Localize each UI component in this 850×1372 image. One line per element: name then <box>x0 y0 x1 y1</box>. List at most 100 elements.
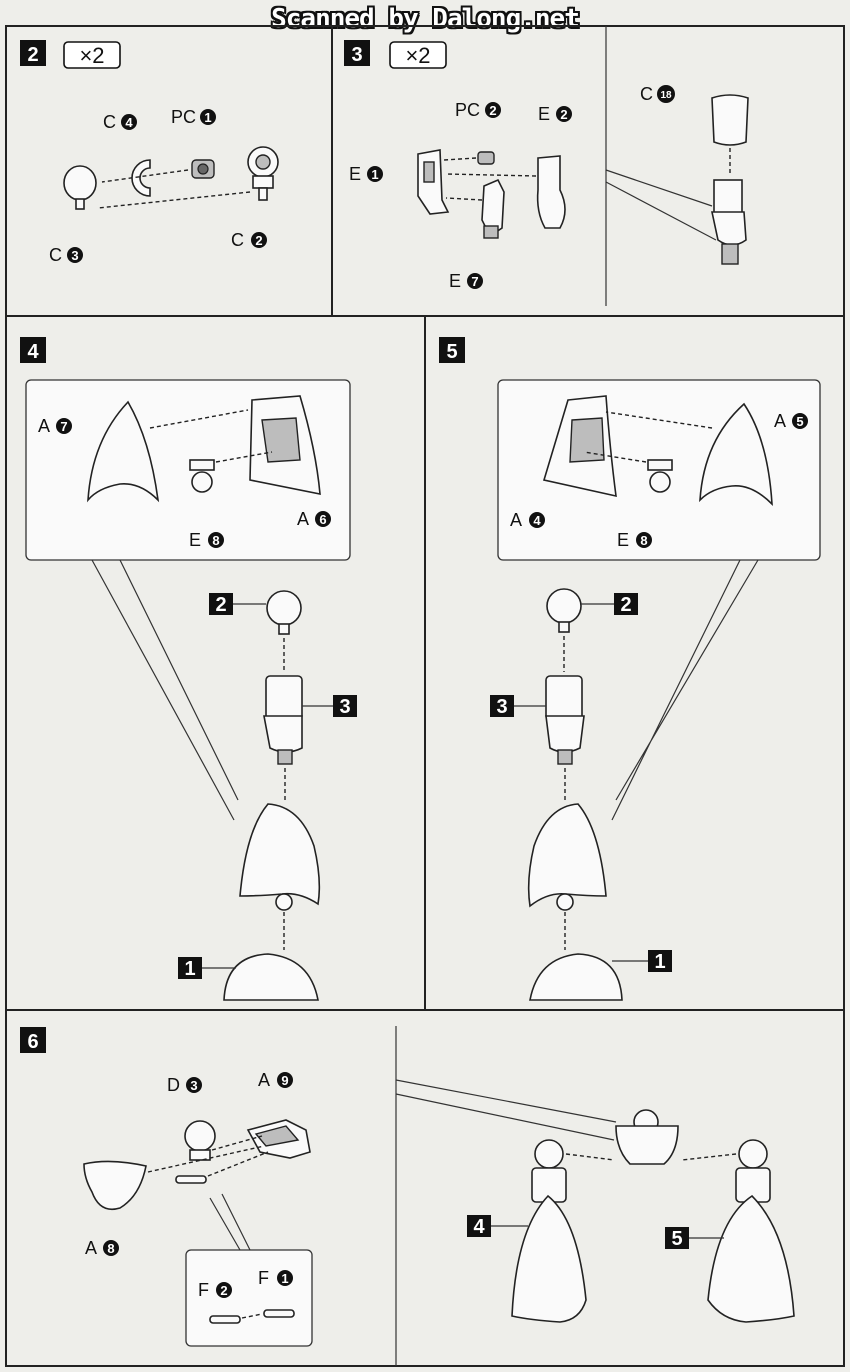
watermark: Scanned by Dalong.net <box>271 4 580 34</box>
ref-step-2: 2 <box>581 593 638 616</box>
step-4-badge: 4 <box>20 337 46 363</box>
arrow <box>149 409 249 429</box>
svg-text:C: C <box>103 112 116 132</box>
step-3-badge: 3 <box>344 40 370 66</box>
part-a4-inner <box>542 395 617 498</box>
svg-text:5: 5 <box>671 1228 682 1250</box>
svg-text:D: D <box>167 1075 180 1095</box>
svg-text:1: 1 <box>654 951 665 973</box>
ref-step-3: 3 <box>302 695 357 718</box>
svg-text:×2: ×2 <box>79 43 104 68</box>
part-f-pins <box>175 1175 207 1184</box>
svg-text:PC: PC <box>171 107 196 127</box>
arrow <box>443 157 477 161</box>
arrow <box>445 197 483 201</box>
arrow <box>97 191 251 209</box>
svg-text:E: E <box>449 271 461 291</box>
part-a8-hip-front <box>83 1160 147 1211</box>
step-2-panel: 2 ×2 C 4 PC <box>20 40 279 265</box>
svg-text:4: 4 <box>125 115 133 130</box>
step-6-badge: 6 <box>20 1027 46 1053</box>
arrow <box>211 1135 263 1151</box>
arrow <box>215 451 273 463</box>
part-a5-shell <box>699 402 773 507</box>
label-d3: D 3 <box>167 1075 202 1095</box>
svg-text:1: 1 <box>184 958 195 980</box>
assembly-leg <box>263 675 303 765</box>
assembly-ball <box>546 588 582 633</box>
ref-step-3: 3 <box>490 695 546 718</box>
part-a6-inner <box>249 395 321 495</box>
svg-text:3: 3 <box>496 696 507 718</box>
arrow <box>565 1153 615 1161</box>
svg-text:×2: ×2 <box>405 43 430 68</box>
ref-step-4: 4 <box>467 1215 528 1238</box>
svg-text:C: C <box>640 84 653 104</box>
assembly-skirt <box>239 803 321 911</box>
svg-text:1: 1 <box>204 110 211 125</box>
svg-text:18: 18 <box>660 90 672 101</box>
label-c3: C 3 <box>49 245 83 265</box>
step-5-panel: 5 A 5 A 4 E 8 <box>439 337 821 1001</box>
label-pc1: PC 1 <box>171 107 216 127</box>
assembly-ball <box>266 590 302 635</box>
ref-step-1: 1 <box>612 950 672 973</box>
part-f1-pin <box>263 1309 295 1318</box>
step-4-panel: 4 A 7 A 6 E 8 <box>20 337 357 1001</box>
label-f1: F 1 <box>258 1268 293 1288</box>
part-c18-sleeve <box>711 94 749 146</box>
svg-text:6: 6 <box>27 1031 38 1053</box>
ref-step-1: 1 <box>178 957 236 980</box>
assembly-left-leg <box>511 1139 587 1323</box>
label-c18: C 18 <box>640 84 675 104</box>
svg-text:4: 4 <box>533 513 541 528</box>
svg-text:E: E <box>617 530 629 550</box>
step-3-quantity: ×2 <box>389 41 447 69</box>
svg-text:3: 3 <box>71 248 78 263</box>
part-e8-joint <box>189 459 215 493</box>
label-e1: E 1 <box>349 164 383 184</box>
step-2-badge: 2 <box>20 40 46 66</box>
svg-text:2: 2 <box>560 107 567 122</box>
label-a6: A 6 <box>297 509 331 529</box>
svg-text:6: 6 <box>319 512 326 527</box>
arrow <box>605 411 713 429</box>
callout-lines <box>91 559 239 821</box>
svg-text:A: A <box>774 411 786 431</box>
svg-text:9: 9 <box>281 1073 288 1088</box>
callout-lines <box>395 1079 617 1141</box>
svg-text:2: 2 <box>489 103 496 118</box>
part-pc2-peg <box>477 151 495 165</box>
ref-step-2: 2 <box>209 593 266 616</box>
arrow <box>445 173 537 177</box>
part-c4-ring <box>131 159 151 197</box>
label-e2: E 2 <box>538 104 572 124</box>
ref-step-5: 5 <box>665 1227 724 1250</box>
svg-text:2: 2 <box>220 1283 227 1298</box>
step-5-badge: 5 <box>439 337 465 363</box>
svg-text:2: 2 <box>620 594 631 616</box>
svg-text:3: 3 <box>190 1078 197 1093</box>
svg-text:F: F <box>198 1280 209 1300</box>
svg-text:8: 8 <box>107 1241 114 1256</box>
arrow <box>241 1313 263 1319</box>
svg-text:4: 4 <box>473 1216 485 1238</box>
svg-text:3: 3 <box>339 696 350 718</box>
step-3-panel: 3 ×2 PC 2 E 2 <box>344 40 749 291</box>
svg-text:A: A <box>510 510 522 530</box>
part-pc1-cap <box>191 159 215 179</box>
part-a9-hip-core <box>246 1119 311 1159</box>
callout-lines <box>611 559 759 821</box>
label-e7: E 7 <box>449 271 483 291</box>
arrow <box>101 169 189 183</box>
svg-text:8: 8 <box>640 533 647 548</box>
svg-text:A: A <box>297 509 309 529</box>
label-a4: A 4 <box>510 510 545 530</box>
part-c2-socket <box>247 146 279 201</box>
part-e2-cover <box>536 155 566 229</box>
arrow <box>583 451 647 463</box>
label-c2: C 2 <box>231 230 267 250</box>
step-2-quantity: ×2 <box>63 41 121 69</box>
svg-text:4: 4 <box>27 341 39 363</box>
